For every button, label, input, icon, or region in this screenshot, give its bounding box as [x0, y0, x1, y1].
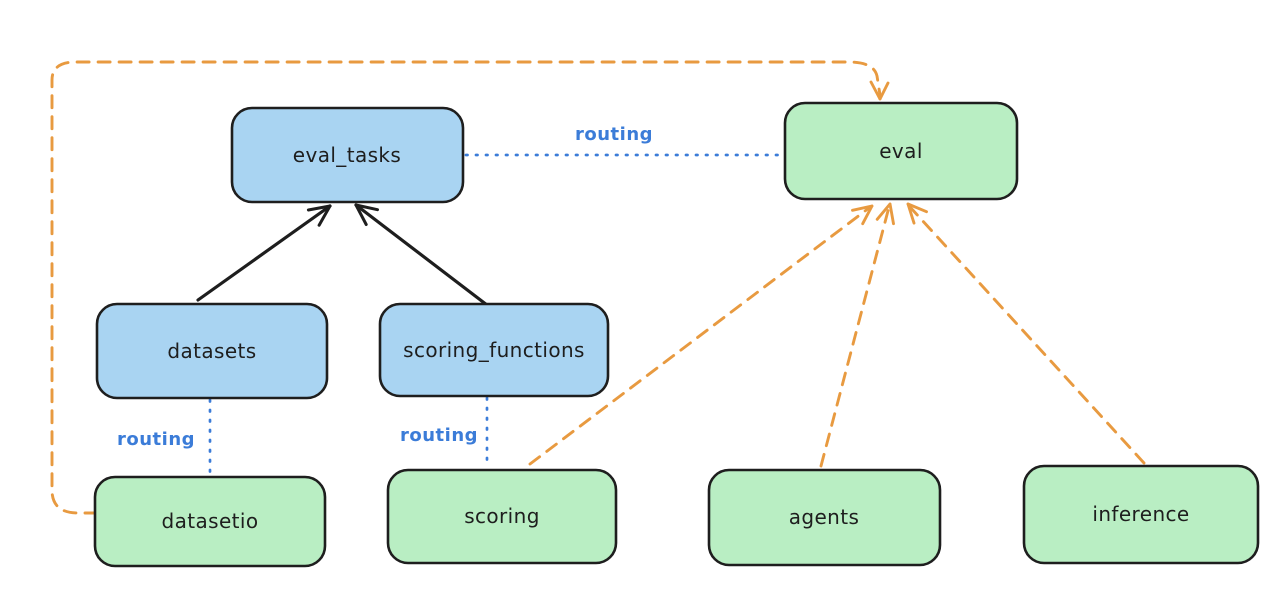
node-eval-label: eval: [879, 139, 923, 163]
node-scoring_functions-label: scoring_functions: [403, 338, 585, 362]
arrowhead-agents-eval: [875, 202, 895, 226]
routing-label-datasets-datasetio: routing: [117, 429, 195, 450]
node-eval_tasks-label: eval_tasks: [293, 143, 401, 167]
node-agents-label: agents: [789, 505, 860, 529]
node-inference-box: [1022, 464, 1260, 565]
node-eval_tasks: eval_tasks: [230, 106, 465, 204]
node-inference-label: inference: [1092, 502, 1189, 526]
routing-label-eval_tasks-eval: routing: [575, 124, 653, 145]
edge-datasetio-eval: [50, 60, 890, 515]
node-datasets-label: datasets: [167, 339, 256, 363]
node-eval-box: [783, 101, 1019, 201]
node-eval: eval: [783, 101, 1019, 201]
arrowhead-datasets-eval_tasks: [306, 204, 332, 227]
node-datasetio-label: datasetio: [161, 509, 258, 533]
edge-scoring-eval-path: [528, 206, 871, 466]
edge-inference-eval: [906, 202, 1146, 465]
edge-scoring_functions-eval_tasks: [354, 203, 489, 307]
arrowhead-scoring-eval: [851, 204, 874, 226]
node-scoring: scoring: [386, 468, 618, 565]
node-inference: inference: [1022, 464, 1260, 565]
edge-agents-eval-path: [819, 205, 891, 468]
arrowhead-inference-eval: [906, 202, 928, 225]
edge-agents-eval: [819, 202, 895, 468]
node-datasets-box: [95, 302, 329, 400]
edge-datasetio-eval-path: [50, 60, 882, 515]
arrowhead-into-eval-top: [869, 80, 890, 101]
edge-datasets-datasetio-routing: routing: [117, 398, 212, 476]
edge-eval_tasks-eval-routing: routing: [464, 124, 785, 157]
edge-scoring_functions-scoring-routing: routing: [400, 396, 489, 468]
node-agents: agents: [707, 468, 942, 567]
node-scoring-label: scoring: [464, 504, 540, 528]
node-datasetio: datasetio: [93, 475, 327, 568]
edge-scoring_functions-eval_tasks-path: [354, 203, 489, 307]
edge-datasets-eval_tasks: [196, 204, 332, 302]
arrowhead-scoring_functions-eval_tasks: [354, 203, 379, 226]
node-scoring-box: [386, 468, 618, 565]
node-agents-box: [707, 468, 942, 567]
edge-inference-eval-path: [908, 205, 1146, 465]
edge-datasets-eval_tasks-path: [196, 204, 332, 302]
edge-scoring-eval: [528, 204, 874, 466]
node-datasetio-box: [93, 475, 327, 568]
node-eval_tasks-box: [230, 106, 465, 204]
node-datasets: datasets: [95, 302, 329, 400]
node-scoring_functions-box: [378, 302, 610, 398]
routing-label-scoring_functions-scoring: routing: [400, 425, 478, 446]
node-scoring_functions: scoring_functions: [378, 302, 610, 398]
